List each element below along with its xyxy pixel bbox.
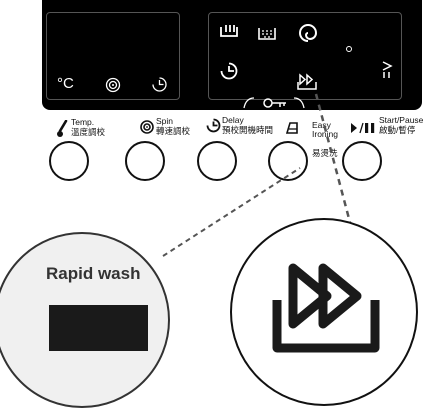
delay-icon — [206, 118, 221, 138]
easy-ironing-button[interactable] — [268, 141, 308, 181]
spin-cycle-icon — [297, 22, 319, 44]
wash-tub-icon — [219, 23, 239, 39]
thermometer-icon — [57, 119, 69, 143]
rapid-wash-indicator-icon — [297, 73, 317, 91]
play-pause-indicator-icon — [381, 61, 393, 79]
soak-icon — [257, 25, 277, 41]
rapid-wash-label: Rapid wash — [46, 264, 141, 283]
spin-indicator-icon — [105, 77, 121, 93]
temp-button[interactable] — [49, 141, 89, 181]
display-left: °C — [46, 12, 180, 100]
delay-timer-icon — [219, 61, 239, 81]
delay-indicator-icon — [151, 76, 168, 93]
start-pause-button[interactable] — [342, 141, 382, 181]
play-pause-icon — [350, 121, 376, 139]
spin-label: Spin 轉速調校 — [156, 116, 191, 136]
spin-button[interactable] — [125, 141, 165, 181]
child-lock-indicator — [238, 94, 318, 112]
delay-label: Delay 預校開機時間 — [222, 115, 274, 135]
temp-label: Temp. 溫度調校 — [71, 117, 106, 137]
control-panel — [42, 0, 422, 110]
spin-icon — [140, 120, 154, 139]
indicator-dot-icon — [345, 45, 353, 53]
delay-button[interactable] — [197, 141, 237, 181]
start-pause-label: Start/Pause 啟動/暫停 — [379, 115, 424, 135]
rapid-wash-display — [49, 305, 148, 351]
temperature-indicator: °C — [57, 75, 74, 92]
easy-ironing-label: Easy Ironing 易燙洗 — [312, 119, 338, 158]
iron-icon — [285, 121, 300, 139]
display-right — [208, 12, 402, 100]
rapid-wash-icon — [271, 256, 381, 356]
